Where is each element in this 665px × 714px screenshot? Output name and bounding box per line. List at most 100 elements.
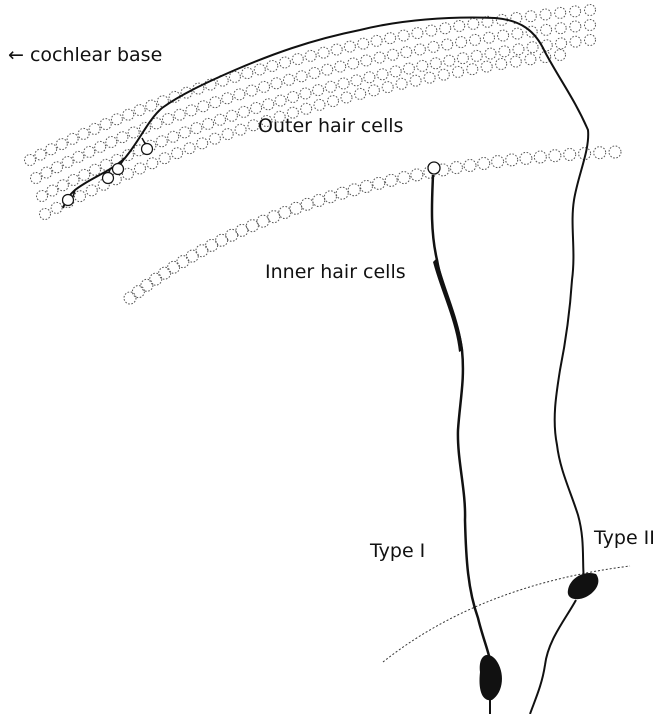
outer-hair-cell	[555, 7, 566, 18]
outer-hair-cell	[396, 78, 407, 89]
type-ii-fiber	[63, 18, 588, 583]
outer-hair-cell	[541, 24, 552, 35]
contacted-outer-hair-cell	[142, 144, 153, 155]
outer-hair-cell	[485, 48, 496, 59]
outer-hair-cell	[484, 32, 495, 43]
contacted-outer-hair-cell	[103, 173, 114, 184]
outer-hair-cell	[275, 95, 286, 106]
outer-hair-cell	[134, 105, 145, 116]
type-i-label: Type I	[370, 542, 425, 561]
inner-hair-cell	[159, 267, 171, 279]
outer-hair-cell	[210, 97, 221, 108]
outer-hair-cell	[235, 124, 246, 135]
outer-hair-cell	[179, 127, 190, 138]
outer-hair-cell	[57, 180, 68, 191]
outer-hair-cell	[377, 69, 388, 80]
inner-hair-cell	[177, 256, 189, 268]
outer-hair-cell	[412, 28, 423, 39]
contacted-outer-hair-cell	[63, 195, 74, 206]
inner-hair-cell	[549, 150, 561, 162]
outer-hair-cell	[67, 133, 78, 144]
outer-hair-cell	[95, 141, 106, 152]
outer-hair-cell	[481, 61, 492, 72]
outer-hair-cell	[355, 88, 366, 99]
outer-hair-cell	[585, 20, 596, 31]
outer-hair-cell	[540, 9, 551, 20]
type-ii-label: Type II	[594, 529, 655, 548]
outer-hair-cell	[123, 109, 134, 120]
outer-hair-cell	[510, 56, 521, 67]
outer-hair-cell	[438, 69, 449, 80]
inner-hair-cell	[594, 147, 606, 159]
outer-hair-cell	[284, 74, 295, 85]
inner-hair-cell	[464, 160, 476, 172]
outer-hair-cell	[215, 114, 226, 125]
outer-hair-cell	[122, 168, 133, 179]
outer-hair-cell	[358, 38, 369, 49]
type-ii-axon	[530, 600, 576, 714]
inner-hair-cell	[609, 146, 621, 158]
outer-hair-cell	[111, 114, 122, 125]
outer-hair-cell	[68, 175, 79, 186]
outer-hair-cell	[525, 11, 536, 22]
outer-hair-cell	[305, 50, 316, 61]
inner-hair-cell	[290, 202, 302, 214]
inner-hair-cell	[141, 279, 153, 291]
outer-hair-cell	[31, 173, 42, 184]
outer-hair-cell	[417, 60, 428, 71]
outer-hair-cell	[440, 23, 451, 34]
outer-hair-cell	[47, 185, 58, 196]
outer-hair-cell	[203, 118, 214, 129]
outer-hair-cell	[390, 66, 401, 77]
outer-hair-cell	[280, 57, 291, 68]
outer-hair-cell	[318, 47, 329, 58]
outer-hair-cell	[174, 109, 185, 120]
inner-hair-cell	[246, 220, 258, 232]
outer-hair-cell	[168, 131, 179, 142]
outer-hair-cell	[401, 47, 412, 58]
inner-hair-cell	[150, 273, 162, 285]
cochlear-base-label: ← cochlear base	[8, 46, 162, 65]
inner-hair-cell	[520, 152, 532, 164]
inner-hair-cell	[373, 177, 385, 189]
inner-hair-cell	[534, 151, 546, 163]
outer-hair-cell	[25, 155, 36, 166]
outer-hair-cell	[556, 38, 567, 49]
outer-hair-cell	[385, 33, 396, 44]
outer-hair-cell	[428, 41, 439, 52]
outer-hair-cell	[156, 136, 167, 147]
outer-hair-cell	[471, 50, 482, 61]
outer-hair-cell	[468, 18, 479, 29]
outer-hair-cell	[410, 75, 421, 86]
type-i-thickening	[433, 258, 463, 352]
outer-hair-cell	[403, 63, 414, 74]
outer-hair-cell	[444, 55, 455, 66]
outer-hair-cell	[128, 127, 139, 138]
outer-hair-cell	[263, 99, 274, 110]
outer-hair-cell	[348, 58, 359, 69]
outer-hair-cell	[456, 37, 467, 48]
outer-hair-cell	[453, 66, 464, 77]
outer-hair-cell	[570, 21, 581, 32]
outer-hair-cell	[100, 119, 111, 130]
outer-hair-cell	[364, 72, 375, 83]
outer-hair-cell	[75, 191, 86, 202]
outer-hair-cell	[585, 5, 596, 16]
outer-hair-cell	[229, 71, 240, 82]
outer-hair-cell	[242, 68, 253, 79]
inner-hair-cell	[124, 292, 136, 304]
outer-hair-cell	[335, 61, 346, 72]
outer-hair-cell	[498, 30, 509, 41]
outer-hair-cell	[198, 101, 209, 112]
outer-hair-cell	[172, 148, 183, 159]
inner-hair-cell	[168, 261, 180, 273]
outer-hair-cell	[234, 89, 245, 100]
inner-hair-cell	[506, 154, 518, 166]
outer-hair-cell	[338, 78, 349, 89]
outer-hair-cell	[331, 44, 342, 55]
outer-hair-cell	[117, 132, 128, 143]
outer-hair-cell	[197, 138, 208, 149]
outer-hair-cell	[555, 23, 566, 34]
outer-hair-cell	[56, 139, 67, 150]
